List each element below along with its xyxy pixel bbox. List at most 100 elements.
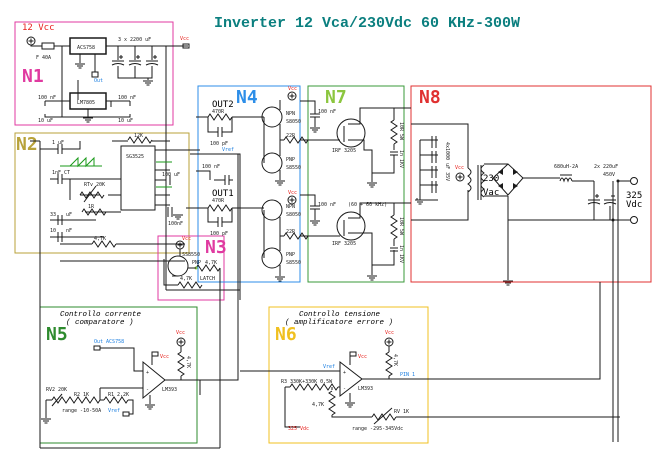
r470-bottom-label: 470R [212,198,225,204]
block-n8: N8 4x1000 uF 35V Vcc 230 Vac 680uH-2A 2x… [411,87,642,442]
transformer-icon [467,164,485,200]
n8-vcc-label: Vcc [455,165,464,171]
output-positive-terminal[interactable] [630,177,638,185]
vref-label: Vref [222,147,234,153]
pnp-bottom-type: PNP [286,252,295,258]
block-n1: N1 12 Vcc F 40A ACS758 Out 3 x 2200 uF V… [22,23,190,290]
npn-top-part: S8050 [286,119,301,125]
supply-terminal-icon [26,36,36,46]
n6-subheading: ( amplificatore errore ) [285,319,393,327]
snubber-c-top-label: 1n 1KV [398,150,404,168]
n5-range-label: range -10-50A [62,408,101,414]
output-unit-label: Vdc [626,200,642,210]
n6-vcc-top-label: Vcc [385,330,394,336]
supply-label: 12 Vcc [22,23,55,33]
output-caps-voltage-label: 450V [603,172,615,178]
block-n2-label: N2 [16,134,38,155]
pnp-top-transistor-icon [261,152,283,174]
vcc-out-terminal-icon [182,43,190,49]
acs758-chip [69,37,107,55]
c33u-label: uF [66,212,72,218]
n5-subheading: ( comparatore ) [66,319,134,327]
fuse-icon [41,42,55,50]
inductor-icon [559,174,630,442]
r22-top-label: 22R [286,133,296,139]
transformer-unit-label: Vac [483,188,499,198]
npn-bottom-type: NPN [286,204,295,210]
block-n1-frame [14,21,174,126]
out1-label: OUT1 [212,189,234,199]
n5-minus: - [146,387,149,393]
vcc-out-label: Vcc [180,36,189,42]
block-n2-frame [14,132,190,254]
rv1k-label: RV 1K [394,409,409,415]
npn-top-transistor-icon [261,106,283,128]
block-n4-label: N4 [236,87,258,108]
npn-bottom-transistor-icon [261,199,283,221]
block-n6-frame [268,306,429,444]
block-n4-frame [197,85,301,283]
n5-pullup-label: 4,7K [185,356,191,368]
acs-out-label: Out [94,78,103,84]
fuse-label: F 40A [36,55,51,61]
r12k-label: 12K [134,133,143,139]
ct-label: 1nF CT [52,170,70,176]
n6-heading: Controllo tensione [299,311,381,319]
lm393-comparator-icon [142,360,166,400]
c10n-label: nF [66,228,72,234]
pnp-top-type: PNP [286,157,295,163]
latch-label: LATCH [200,276,215,282]
n4-vcc-top-label: Vcc [288,86,297,92]
pnp-bottom-part: S8550 [286,260,301,266]
pin1-label: PIN 1 [400,372,415,378]
c100p-bottom-label: 100 pF [210,231,228,237]
latch-transistor-icon [167,255,189,277]
n3-remitter-label: 4,7K [180,276,192,282]
r1r-label: 1R [88,204,95,210]
n6-vref-label: Vref [323,364,335,370]
n5-input-terminal[interactable] [93,345,101,351]
n6-minus: - [343,386,346,392]
sg3525-label: SG3525 [126,154,144,160]
n5-vref-label: Vref [108,408,120,414]
r470-top-label: 470R [212,109,225,115]
block-n5-label: N5 [46,324,68,345]
cap-right-top-label: 100 nF [118,95,136,101]
r2-label: R2 1K [74,392,89,398]
rv2-label: RV2 20K [46,387,67,393]
out2-label: OUT2 [212,100,234,110]
n3-vcc-label: Vcc [182,236,191,242]
r3-label: R3 330K+330K 0,5W [281,379,333,385]
block-n8-label: N8 [419,87,441,108]
c100n-n4-label: 100 nF [202,164,220,170]
c100n-bottom-n7-label: 100 nF [318,202,336,208]
output-negative-terminal[interactable] [630,216,638,224]
npn-top-type: NPN [286,111,295,117]
main-caps-label: 3 x 2200 uF [118,37,151,43]
block-n4: N4 Vcc OUT2 470R 100 pF NPN S8050 PNP S8… [186,86,309,300]
n5-input-label: Out ACS758 [94,339,124,345]
n5-plus: + [146,370,149,376]
lm393-amplifier-icon [339,360,363,398]
n3-transistor-label: SS8550 [182,252,200,258]
n5-heading: Controllo corrente [60,311,142,319]
inductor-label: 680uH-2A [554,164,578,170]
n6-input-label: 325 Vdc [288,426,309,432]
sg3525-chip [120,145,156,211]
lm7805-label: LM7805 [77,100,95,106]
input-caps-label: 4x1000 uF 35V [444,142,450,181]
n6-pullup-label: 4,7K [392,354,398,366]
block-n1-label: N1 [22,66,44,87]
n6-vcc-op-label: Vcc [358,354,367,360]
block-n7-label: N7 [325,87,347,108]
pnp-bottom-transistor-icon [261,247,283,269]
cap-left-top-label: 100 nF [38,95,56,101]
c100u-label: 100 uF [162,172,180,178]
snubber-r-bottom-label: 10R 5W [398,217,404,236]
block-n7-frame [307,85,405,283]
sawtooth-waveform-icon [69,156,95,168]
output-caps-label: 2x 220uF [594,164,618,170]
block-n6: Controllo tensione ( amplificatore error… [240,311,440,432]
n3-type-label: PNP [192,260,201,266]
c1uf-label: 1 uF [52,140,64,146]
